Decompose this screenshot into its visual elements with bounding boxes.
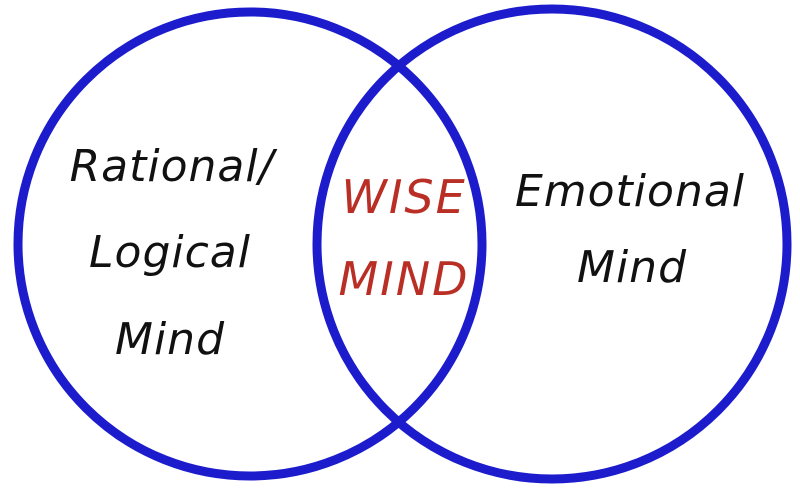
- overlap-label-line-2: MIND: [338, 252, 470, 306]
- right-circle-outline: [312, 4, 792, 484]
- left-circle-label-line-1: Rational/: [69, 141, 275, 192]
- left-circle-label-line-3: Mind: [114, 314, 226, 365]
- right-circle-label-line-1: Emotional: [514, 166, 746, 217]
- overlap-label-line-1: WISE: [341, 170, 467, 224]
- left-circle-label-line-2: Logical: [89, 227, 251, 278]
- right-circle-label-line-2: Mind: [576, 242, 688, 293]
- left-circle-outline: [13, 7, 487, 481]
